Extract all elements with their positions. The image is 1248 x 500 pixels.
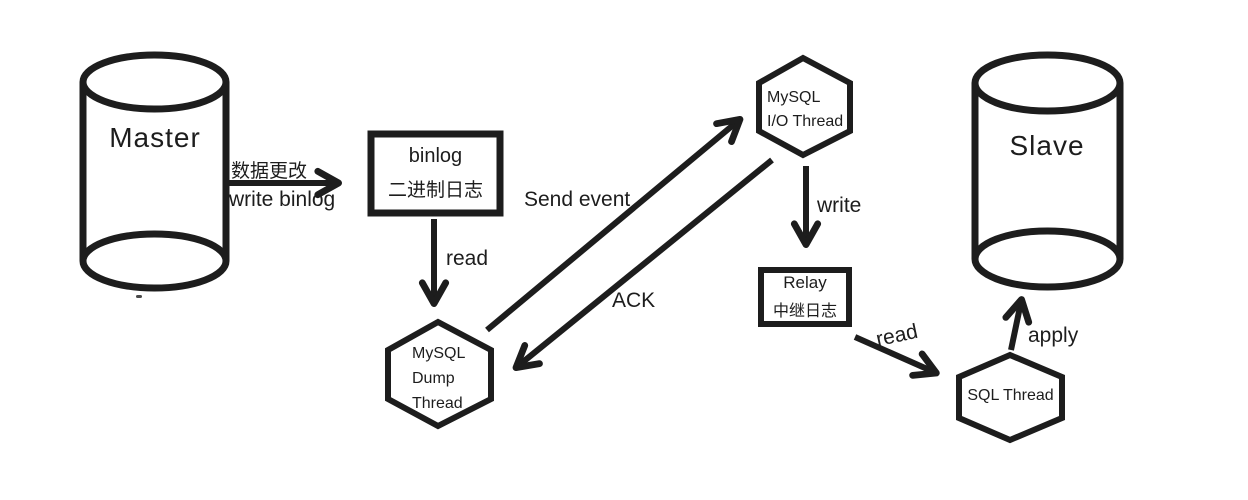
io-thread-line2: I/O Thread [767,113,844,130]
master-label: Master [109,122,201,153]
apply-label: apply [1028,324,1079,347]
relay-box-text: Relay 中继日志 [758,267,852,327]
sql-thread-label: SQL Thread [967,387,1054,404]
dump-thread-hexagon [385,318,494,430]
stray-dot-mark [136,295,142,298]
dump-thread-line1: MySQL [412,345,466,362]
master-cylinder-icon [79,51,230,292]
binlog-box-line2: 二进制日志 [387,180,483,201]
ack-arrow [512,157,774,372]
dump-thread-line2: Dump [412,370,455,387]
relay-box [758,267,852,327]
dump-thread-line3: Thread [412,395,463,412]
relay-box-line2: 中继日志 [772,303,837,320]
data-change-label: 数据更改 [231,161,308,182]
write-binlog-label: write binlog [229,188,336,211]
slave-label: Slave [1009,130,1085,161]
binlog-box-line1: binlog [408,145,463,167]
slave-cylinder-icon [971,51,1124,291]
io-thread-line1: MySQL [767,89,821,106]
io-thread-hexagon [756,54,853,159]
io-thread-text: MySQL I/O Thread [767,86,843,134]
binlog-box [367,130,504,217]
dump-thread-text: MySQL Dump Thread [412,341,465,416]
sql-thread-hexagon [956,351,1065,444]
read-relay-arrow [853,334,940,379]
ack-label: ACK [612,289,656,312]
write-relay-label: write [817,194,862,217]
binlog-box-text: binlog 二进制日志 [368,131,503,216]
apply-arrow [1002,296,1033,351]
send-event-label: Send event [524,188,631,211]
read-binlog-label: read [446,247,489,270]
send-event-arrow [485,115,744,333]
relay-box-line1: Relay [783,273,827,292]
